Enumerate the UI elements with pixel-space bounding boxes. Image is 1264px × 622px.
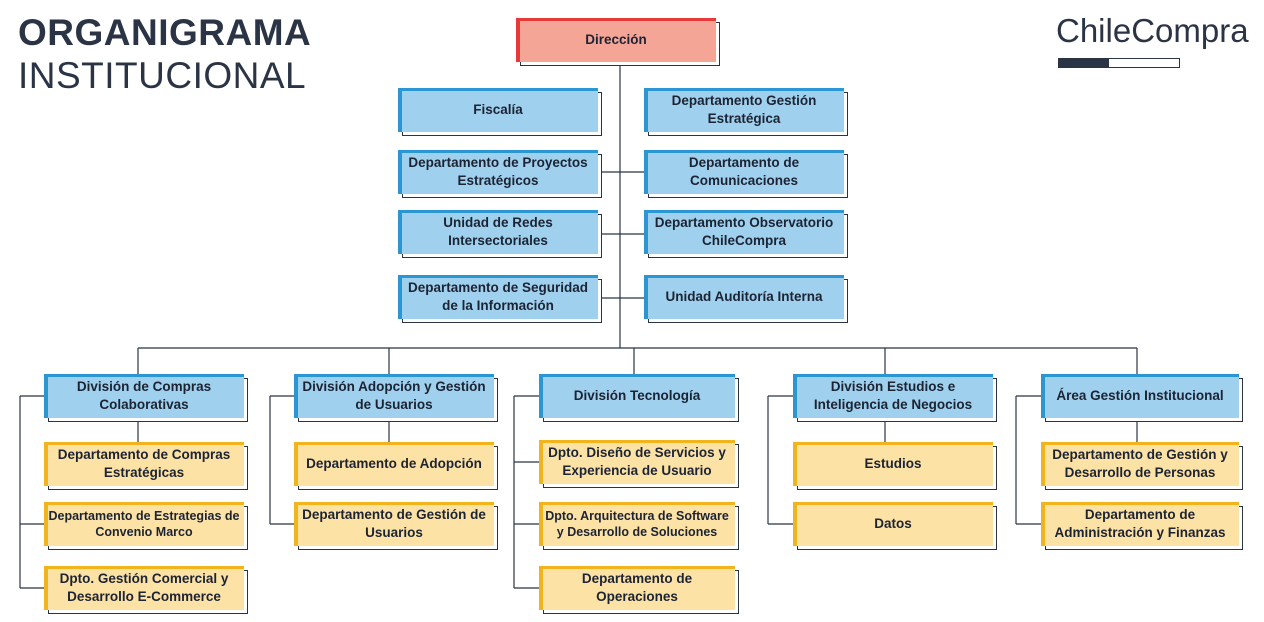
staff-box-comunicaciones: Departamento de Comunicaciones xyxy=(644,150,848,198)
division-label: División de Compras Colaborativas xyxy=(76,379,212,412)
staff-label: Departamento de Comunicaciones xyxy=(688,155,800,188)
department-box: Departamento de Adopción xyxy=(294,442,498,490)
staff-box-redes: Unidad de Redes Intersectoriales xyxy=(398,210,602,258)
staff-label: Departamento de Proyectos Estratégicos xyxy=(408,155,588,188)
direccion-label: Dirección xyxy=(585,32,647,48)
department-box: Departamento de Gestión y Desarrollo de … xyxy=(1041,442,1243,490)
department-label: Dpto. Diseño de Servicios y Experiencia … xyxy=(548,445,726,478)
department-box: Dpto. Diseño de Servicios y Experiencia … xyxy=(539,440,739,488)
staff-box-fiscalia: Fiscalía xyxy=(398,88,602,136)
staff-box-observatorio: Departamento Observatorio ChileCompra xyxy=(644,210,848,258)
staff-label: Departamento Gestión Estratégica xyxy=(671,93,817,126)
department-label: Estudios xyxy=(864,456,922,472)
department-box: Dpto. Gestión Comercial y Desarrollo E-C… xyxy=(44,566,248,614)
department-label: Departamento de Gestión y Desarrollo de … xyxy=(1052,447,1228,480)
staff-label: Unidad Auditoría Interna xyxy=(665,289,823,305)
staff-label: Departamento Observatorio ChileCompra xyxy=(654,215,834,248)
division-box-tecnologia: División Tecnología xyxy=(539,374,739,422)
department-box: Departamento de Gestión de Usuarios xyxy=(294,502,498,550)
staff-label: Unidad de Redes Intersectoriales xyxy=(443,215,553,248)
division-label: División Adopción y Gestión de Usuarios xyxy=(302,379,486,412)
division-box-adopcion: División Adopción y Gestión de Usuarios xyxy=(294,374,498,422)
department-label: Departamento de Estrategias de Convenio … xyxy=(48,508,240,539)
department-label: Dpto. Gestión Comercial y Desarrollo E-C… xyxy=(59,571,229,604)
direccion-box: Dirección xyxy=(516,18,720,66)
staff-box-gestion-estrategica: Departamento Gestión Estratégica xyxy=(644,88,848,136)
department-label: Departamento de Operaciones xyxy=(581,571,693,604)
department-box: Dpto. Arquitectura de Software y Desarro… xyxy=(539,502,739,550)
page-title-line1: ORGANIGRAMA xyxy=(18,12,312,53)
department-label: Departamento de Compras Estratégicas xyxy=(57,447,231,480)
department-box: Departamento de Estrategias de Convenio … xyxy=(44,502,248,550)
chilecompra-logo: ChileCompra xyxy=(1056,12,1249,49)
department-label: Dpto. Arquitectura de Software y Desarro… xyxy=(545,508,729,539)
staff-label: Departamento de Seguridad de la Informac… xyxy=(407,280,589,313)
division-label: División Tecnología xyxy=(573,388,701,404)
department-box: Estudios xyxy=(793,442,997,490)
staff-label: Fiscalía xyxy=(473,102,523,118)
department-box: Departamento de Operaciones xyxy=(539,566,739,614)
department-label: Departamento de Gestión de Usuarios xyxy=(302,507,486,540)
page-title-line2: INSTITUCIONAL xyxy=(18,55,307,96)
division-box-gestion-institucional: Área Gestión Institucional xyxy=(1041,374,1243,422)
division-box-compras: División de Compras Colaborativas xyxy=(44,374,248,422)
division-box-estudios: División Estudios e Inteligencia de Nego… xyxy=(793,374,997,422)
staff-box-seguridad: Departamento de Seguridad de la Informac… xyxy=(398,275,602,323)
department-box: Departamento de Compras Estratégicas xyxy=(44,442,248,490)
division-label: División Estudios e Inteligencia de Nego… xyxy=(813,379,973,412)
division-label: Área Gestión Institucional xyxy=(1056,388,1224,404)
staff-box-proyectos: Departamento de Proyectos Estratégicos xyxy=(398,150,602,198)
staff-box-auditoria: Unidad Auditoría Interna xyxy=(644,275,848,323)
department-label: Datos xyxy=(874,516,912,532)
department-label: Departamento de Administración y Finanza… xyxy=(1054,507,1226,540)
department-box: Datos xyxy=(793,502,997,550)
logo-bar xyxy=(1058,58,1180,68)
department-label: Departamento de Adopción xyxy=(306,456,482,472)
department-box: Departamento de Administración y Finanza… xyxy=(1041,502,1243,550)
